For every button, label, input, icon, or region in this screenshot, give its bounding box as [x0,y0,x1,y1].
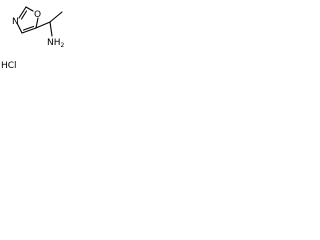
atom-oxygen-label: O [34,10,41,20]
bond-o1-c5 [35,17,39,29]
amine-label: NH2 [47,38,65,49]
salt-label: HCl [1,61,17,71]
bond-c5-c4 [21,27,37,34]
bond-n3-c2 [18,6,27,19]
bond-c5-ch [35,21,51,29]
amine-nh-text: NH [47,38,61,48]
molecule-structure-diagram: O N NH2 HCl [1,6,65,71]
atom-nitrogen-label: N [12,17,19,27]
structure-canvas: O N NH2 HCl [0,0,97,72]
bond-c2-o1 [25,6,34,12]
amine-subscript-text: 2 [61,42,65,49]
bond-c4-n3 [16,22,23,34]
bond-ch-nh2 [49,21,53,37]
bond-c5-c4-double [22,25,35,31]
bond-n3-c2-double [20,10,28,20]
bond-ch-ch3 [49,11,63,23]
